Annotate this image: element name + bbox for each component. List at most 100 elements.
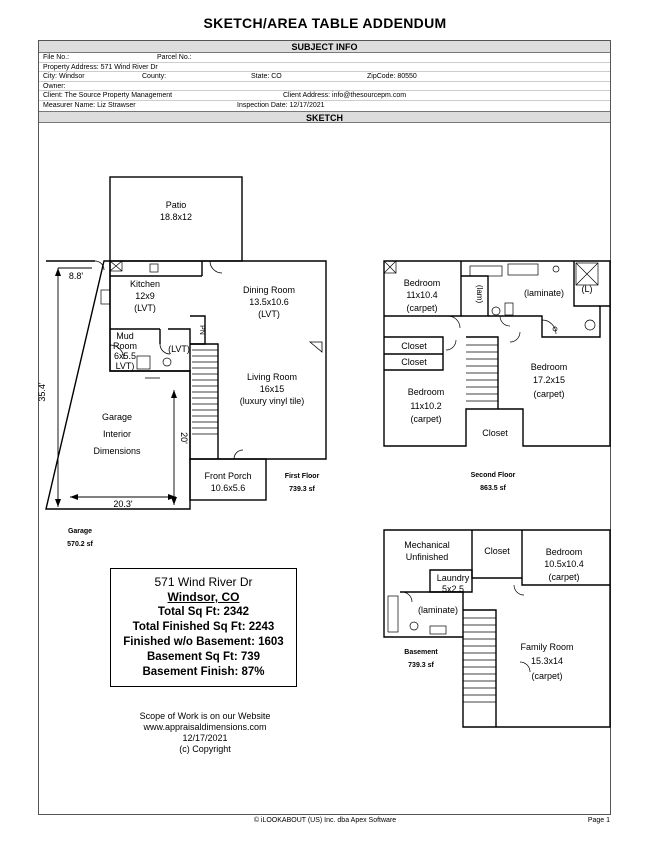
laminate-basement: (laminate) [418,605,458,615]
basement-outline [383,529,611,728]
file-no: File No.: [43,54,70,61]
laundry-label: Laundry [437,573,470,583]
mud-floor: LVT) [116,361,135,371]
stair2-wall [466,336,499,409]
patio-dim: 18.8x12 [160,212,192,222]
linen-wall [573,261,600,307]
bedroom1-dim: 11x10.4 [406,290,437,300]
half-bath-floor: (LVT) [168,344,190,354]
porch-dim: 10.6x5.6 [211,483,246,493]
summary-city: Windsor, CO [167,590,240,604]
patio-label: Patio [166,200,187,210]
scope-copyright: (c) Copyright [179,744,231,754]
info-row-owner: Owner: [39,82,610,92]
family-room-floor: (carpet) [531,671,562,681]
parcel-no: Parcel No.: [157,54,192,61]
dining-floor: (LVT) [258,309,280,319]
summary-finished-wo-basement: Finished w/o Basement: 1603 [123,636,284,648]
garage-label-1: Garage [102,412,132,422]
bedroom3-label: Bedroom [408,387,445,397]
family-room-label: Family Room [520,642,573,652]
bedroom2-dim: 17.2x15 [533,375,565,385]
info-row-city: City: Windsor County: State: CO ZipCode:… [39,72,610,82]
basement-bedroom-label: Bedroom [546,547,583,557]
scope-line-1: Scope of Work is on our Website [139,711,271,721]
county: County: [142,73,167,81]
summary-basement-finish: Basement Finish: 87% [142,666,265,678]
garage-area: 570.2 sf [67,541,93,548]
client: Client: The Source Property Management [43,92,173,100]
laminate-bath: (laminate) [524,288,564,298]
bedroom1-floor: (carpet) [406,303,437,313]
subject-info-header: SUBJECT INFO [39,41,610,53]
info-row-file: File No.: Parcel No.: [39,53,610,63]
bedroom2-floor: (carpet) [533,389,564,399]
sketch-header: SKETCH [39,110,610,123]
mud-label-2: Room [113,341,137,351]
floor-plan-sketch: Patio 18.8x12 Kitchen 12x9 (LVT) Dining … [38,176,611,728]
scope-note: Scope of Work is on our Website www.appr… [120,711,290,755]
second-floor-label: Second Floor [471,472,516,479]
summary-total-finished: Total Finished Sq Ft: 2243 [132,621,275,633]
first-floor-area: 739.3 sf [289,486,315,493]
basement-closet: Closet [484,546,510,556]
mud-dim: 6x5.5 [114,351,136,361]
mud-label-1: Mud [116,331,134,341]
property-address: Property Address: 571 Wind River Dr [43,63,158,71]
zipcode: ZipCode: 80550 [367,73,417,81]
basement-closet-wall [471,530,523,579]
garage-area-label: Garage [68,528,92,535]
bedroom3-floor: (carpet) [410,414,441,424]
lam-label: (lam) [475,285,484,304]
inspection-date: Inspection Date: 12/17/2021 [237,101,325,109]
pantry-label: PN [198,325,205,335]
mechanical-label-1: Mechanical [404,540,450,550]
dim-20: 20' [179,432,189,444]
dining-dim: 13.5x10.6 [249,297,289,307]
owner: Owner: [43,82,66,90]
scope-website: www.appraisaldimensions.com [143,722,267,732]
info-row-measurer: Measurer Name: Liz Strawser Inspection D… [39,101,610,111]
state: State: CO [251,73,282,81]
stair-wall [190,343,219,459]
linen-label: (L) [582,284,593,294]
kitchen-floor: (LVT) [134,303,156,313]
front-porch-outline [189,458,267,501]
bedroom3-dim: 11x10.2 [410,401,441,411]
scope-date: 12/17/2021 [182,733,228,743]
mud-wall [110,328,191,371]
closet-a: Closet [401,341,427,351]
summary-basement-sqft: Basement Sq Ft: 739 [146,651,261,663]
bedroom1-label: Bedroom [404,278,441,288]
area-summary-box: 571 Wind River Dr Windsor, CO Total Sq F… [110,568,297,687]
laundry-wall [429,569,473,593]
basement-area: 739.3 sf [408,662,434,669]
page-title: SKETCH/AREA TABLE ADDENDUM [203,15,447,31]
second-floor-area: 863.5 sf [480,485,506,492]
basement-bedroom-floor: (carpet) [548,572,579,582]
dining-label: Dining Room [243,285,295,295]
footer-credit: © iLOOKABOUT (US) Inc. dba Apex Software [253,817,397,824]
summary-total: Total Sq Ft: 2342 [157,606,250,618]
bedroom2-label: Bedroom [531,362,568,372]
laundry-dim: 5x2.5 [442,584,464,594]
measurer-name: Measurer Name: Liz Strawser [43,101,136,109]
closet-c: Closet [482,428,508,438]
garage-label-3: Dimensions [93,446,141,456]
second-floor-outline [383,260,611,447]
basement-bath-wall [400,591,464,637]
summary-address: 571 Wind River Dr [154,575,253,589]
basement-label: Basement [404,649,438,656]
info-row-address: Property Address: 571 Wind River Dr [39,63,610,73]
page-number: Page 1 [587,817,610,824]
dim-35-4: 35.4' [38,382,47,402]
living-floor: (luxury vinyl tile) [240,396,305,406]
first-floor-label: First Floor [285,473,320,480]
living-dim: 16x15 [260,384,285,394]
porch-label: Front Porch [204,471,251,481]
city: City: Windsor [43,73,85,81]
living-label: Living Room [247,372,297,382]
family-room-dim: 15.3x14 [531,656,563,666]
bath-wall [488,305,610,338]
basement-stair-wall [463,609,497,727]
